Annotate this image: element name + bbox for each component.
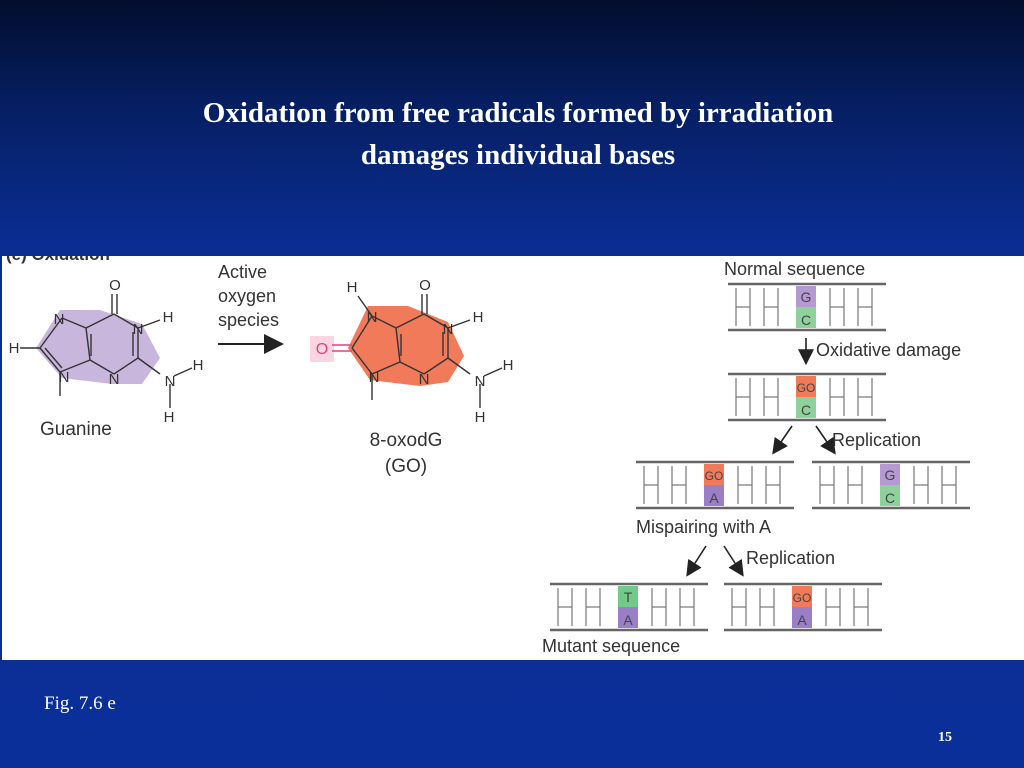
guanine-molecule: O N N N N N H H H H Guanine	[9, 277, 204, 440]
mispairing-label: Mispairing with A	[636, 517, 771, 537]
base-bottom-label: C	[801, 312, 811, 328]
base-top-fill	[880, 464, 900, 485]
base-bottom-fill	[796, 307, 816, 328]
replication-label-1: Replication	[832, 430, 921, 450]
guanine-atom-h: H	[163, 309, 174, 326]
arrow-label-line-2: oxygen	[218, 286, 276, 306]
guanine-atom-n: N	[59, 369, 70, 386]
oxodg-atom-h: H	[347, 279, 358, 296]
added-oxygen-highlight	[310, 336, 334, 362]
added-oxygen-atom: O	[316, 341, 328, 358]
base-bottom-label: A	[623, 612, 633, 628]
guanine-atom-n: N	[133, 321, 144, 338]
base-top-label: T	[624, 589, 633, 605]
oxodg-label: 8-oxodG	[370, 430, 443, 451]
oxodg-atom-h: H	[473, 309, 484, 326]
title-line-2: damages individual bases	[360, 139, 676, 171]
damaged-duplex: GO C	[728, 372, 886, 422]
oxodg-atom-h: H	[475, 409, 486, 426]
normal-sequence-label: Normal sequence	[724, 259, 865, 279]
base-top-label: G	[801, 289, 812, 305]
guanine-atom-h: H	[193, 357, 204, 374]
base-bottom-label: C	[885, 490, 895, 506]
base-bottom-fill	[792, 607, 812, 628]
oxodg-atom-n: N	[475, 373, 486, 390]
replicated-duplex: GC	[812, 460, 970, 510]
base-top-label: G	[885, 467, 896, 483]
oxidation-diagram: (e) Oxidation	[6, 256, 970, 656]
base-top-label: GO	[793, 591, 812, 605]
base-bottom-fill	[880, 485, 900, 506]
title-line-1: Oxidation from free radicals formed by i…	[202, 97, 834, 129]
oxodg-atom-n: N	[419, 371, 430, 388]
oxodg-atom-n: N	[443, 321, 454, 338]
mispaired-duplex: GO A	[636, 460, 794, 510]
oxodg-atom-n: N	[369, 369, 380, 386]
go-a-duplex: GO A	[724, 582, 882, 632]
guanine-atom-n: N	[165, 373, 176, 390]
base-bottom-fill	[796, 397, 816, 418]
figure-caption: Fig. 7.6 e	[44, 693, 116, 714]
page-number: 15	[938, 730, 952, 745]
guanine-atom-n: N	[109, 371, 120, 388]
arrow-label-line-3: species	[218, 310, 279, 330]
base-bottom-label: A	[709, 490, 719, 506]
oxodg-atom-h: H	[503, 357, 514, 374]
normal-duplex: GC	[728, 282, 886, 332]
oxodg-highlight	[348, 306, 464, 386]
base-bottom-label: C	[801, 402, 811, 418]
base-top-fill	[796, 376, 816, 397]
oxodg-atom-n: N	[367, 309, 378, 326]
base-top-fill	[796, 286, 816, 307]
guanine-highlight	[36, 310, 160, 384]
base-bottom-label: A	[797, 612, 807, 628]
base-top-label: GO	[797, 381, 816, 395]
figure-panel: (e) Oxidation	[2, 256, 1024, 660]
base-top-label: GO	[705, 469, 724, 483]
oxodg-abbrev: (GO)	[385, 456, 427, 477]
replication-label-2: Replication	[746, 548, 835, 568]
oxodg-molecule: O O H N N N N N H H H 8-oxodG (GO)	[310, 277, 513, 477]
flow-arrows	[686, 338, 836, 577]
guanine-label: Guanine	[40, 419, 112, 440]
panel-label: (e) Oxidation	[6, 256, 110, 264]
arrow-label-line-1: Active	[218, 262, 267, 282]
slide-title: Oxidation from free radicals formed by i…	[0, 92, 1024, 176]
base-bottom-fill	[618, 607, 638, 628]
base-bottom-fill	[704, 485, 724, 506]
base-top-fill	[704, 464, 724, 485]
oxidative-damage-label: Oxidative damage	[816, 340, 961, 360]
guanine-atom-n: N	[54, 311, 65, 328]
base-top-fill	[618, 586, 638, 607]
guanine-atom-h: H	[164, 409, 175, 426]
guanine-atom-h: H	[9, 340, 20, 357]
mutant-duplex: TA	[550, 582, 708, 632]
reaction-arrow: Active oxygen species	[218, 262, 284, 354]
mutant-sequence-label: Mutant sequence	[542, 636, 680, 656]
base-top-fill	[792, 586, 812, 607]
oxodg-atom-o: O	[419, 277, 431, 294]
guanine-atom-o: O	[109, 277, 121, 294]
